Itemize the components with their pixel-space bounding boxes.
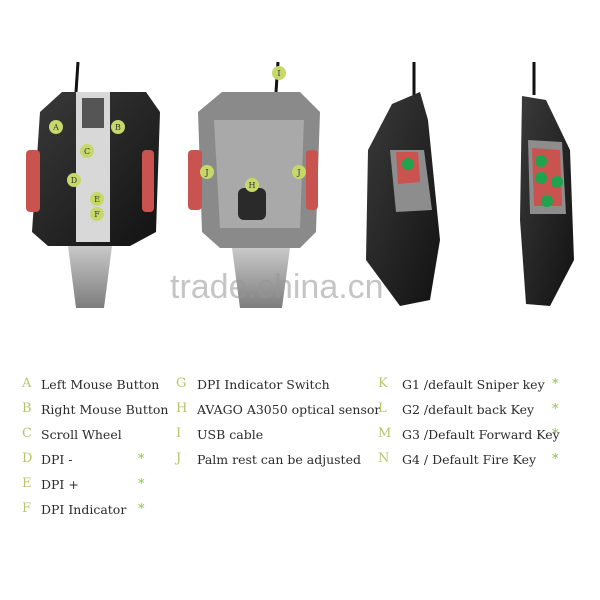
legend-label: DPI Indicator Switch bbox=[197, 377, 330, 392]
svg-text:I: I bbox=[277, 69, 280, 78]
legend-star-icon: * bbox=[138, 452, 145, 467]
legend-label: G1 /default Sniper key bbox=[402, 377, 545, 392]
legend-label: Palm rest can be adjusted bbox=[197, 452, 361, 467]
bottom-view: I J J H bbox=[188, 61, 320, 308]
svg-text:H: H bbox=[249, 181, 256, 190]
legend-letter: L bbox=[378, 401, 387, 416]
svg-text:B: B bbox=[115, 123, 121, 132]
legend-label: Left Mouse Button bbox=[41, 377, 160, 392]
legend-letter: N bbox=[378, 451, 390, 466]
side-view-right bbox=[520, 62, 574, 306]
top-view: A B C D E F bbox=[26, 61, 160, 308]
legend-label: DPI - bbox=[41, 452, 73, 467]
svg-text:C: C bbox=[84, 147, 90, 156]
svg-text:J: J bbox=[296, 168, 300, 177]
legend-label: Right Mouse Button bbox=[41, 402, 169, 417]
svg-text:D: D bbox=[71, 176, 77, 185]
svg-text:J: J bbox=[204, 168, 208, 177]
mouse-views-figure: A B C D E F I J J H bbox=[26, 61, 574, 308]
legend-label: Scroll Wheel bbox=[41, 427, 122, 442]
legend-star-icon: * bbox=[138, 502, 145, 517]
legend-letter: J bbox=[176, 451, 182, 466]
g1-dot bbox=[402, 158, 414, 170]
legend-label: G2 /default back Key bbox=[402, 402, 535, 417]
side-view-left bbox=[366, 62, 440, 306]
legend-star-icon: * bbox=[552, 377, 559, 392]
callouts-bottom: I J J H bbox=[200, 66, 306, 192]
watermark-text: trade.china.cn bbox=[170, 268, 384, 306]
legend-letter: G bbox=[176, 376, 187, 391]
side-button-right bbox=[142, 150, 154, 212]
legend-label: USB cable bbox=[197, 427, 264, 442]
optical-sensor bbox=[238, 188, 266, 220]
legend-letter: I bbox=[176, 426, 182, 441]
legend-star-icon: * bbox=[138, 477, 145, 492]
legend-label: DPI Indicator bbox=[41, 502, 127, 517]
legend-label: DPI + bbox=[41, 477, 79, 492]
legend-label: AVAGO A3050 optical sensor bbox=[197, 402, 381, 417]
svg-text:E: E bbox=[94, 195, 100, 204]
legend-star-icon: * bbox=[552, 427, 559, 442]
palm-rest bbox=[68, 246, 112, 308]
legend-star-icon: * bbox=[552, 402, 559, 417]
legend-star-icon: * bbox=[552, 452, 559, 467]
legend-letter: F bbox=[22, 501, 32, 516]
legend-letter: M bbox=[378, 426, 392, 441]
legend-label: G4 / Default Fire Key bbox=[402, 452, 537, 467]
cable bbox=[74, 61, 80, 93]
legend-letter: C bbox=[22, 426, 32, 441]
callouts-top: A B C D E F bbox=[49, 120, 125, 221]
scroll-wheel bbox=[82, 98, 104, 128]
legend-letter: A bbox=[22, 376, 32, 391]
legend-letter: E bbox=[22, 476, 32, 491]
legend-letter: D bbox=[22, 451, 33, 466]
legend-letter: B bbox=[22, 401, 32, 416]
svg-text:F: F bbox=[94, 210, 100, 219]
legend-letter: H bbox=[176, 401, 188, 416]
side-button-left bbox=[26, 150, 40, 212]
legend-letter: K bbox=[378, 376, 388, 391]
legend-label: G3 /Default Forward Key bbox=[402, 427, 560, 442]
svg-text:A: A bbox=[52, 123, 59, 132]
